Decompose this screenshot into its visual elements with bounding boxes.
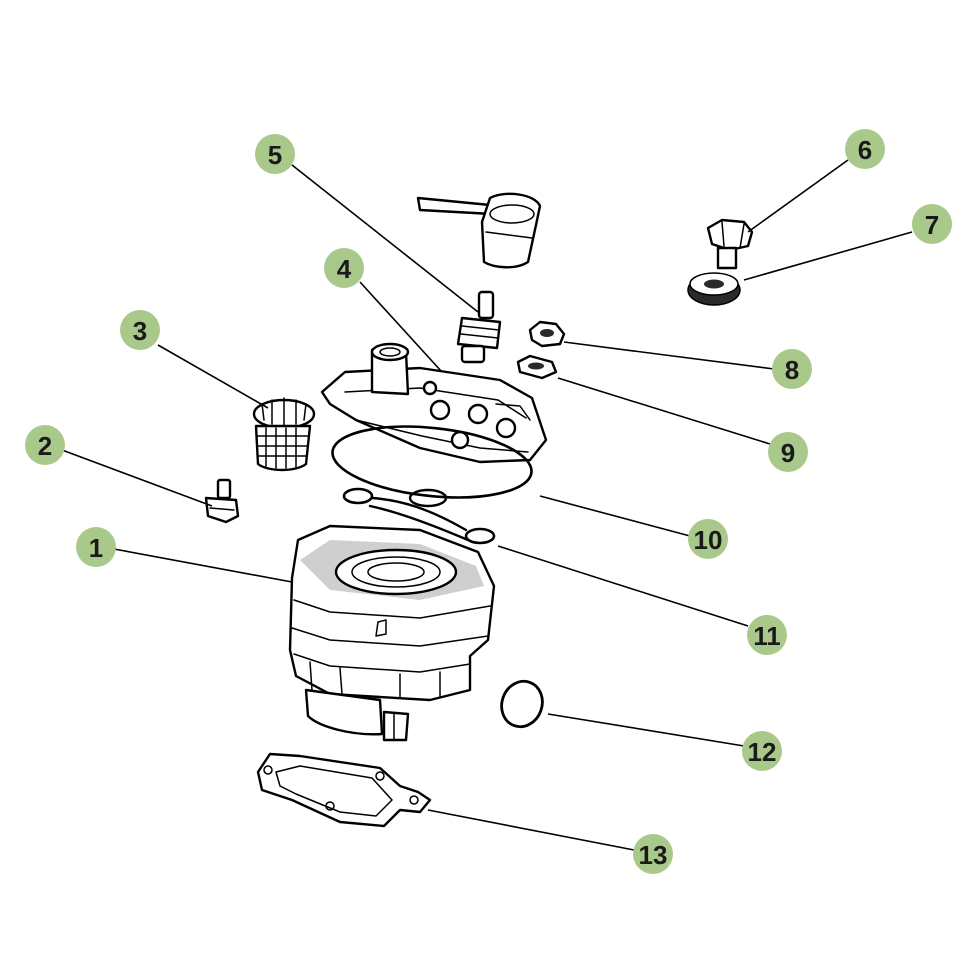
leader-9	[557, 377, 771, 445]
callout-9-circle	[768, 432, 808, 472]
leader-2	[61, 449, 213, 507]
spark-plug-cap	[416, 192, 542, 269]
callout-5-label: 5	[268, 140, 282, 170]
sealing-washer	[687, 272, 741, 306]
callout-4-label: 4	[337, 254, 352, 284]
leader-8	[563, 341, 775, 370]
callout-13-label: 13	[639, 840, 668, 870]
callout-9-label: 9	[781, 438, 795, 468]
callout-7: 7	[912, 204, 952, 244]
leader-3	[157, 344, 269, 409]
callout-3-label: 3	[133, 316, 147, 346]
callout-6-circle	[845, 129, 885, 169]
callout-4-circle	[324, 248, 364, 288]
cylinder	[288, 524, 496, 742]
o-ring	[500, 679, 544, 729]
callout-5: 5	[255, 134, 295, 174]
leader-10	[539, 495, 691, 537]
callout-13-circle	[633, 834, 673, 874]
leader-5	[291, 164, 479, 313]
callout-11: 11	[747, 615, 787, 655]
leader-6	[747, 159, 849, 233]
callout-1: 1	[76, 527, 116, 567]
callout-1-circle	[76, 527, 116, 567]
nut	[528, 320, 566, 348]
washer	[516, 354, 558, 380]
leader-11	[497, 545, 749, 627]
callout-12-circle	[742, 731, 782, 771]
callout-2: 2	[25, 425, 65, 465]
leader-4	[359, 281, 443, 373]
callout-10: 10	[688, 519, 728, 559]
bolt	[706, 218, 754, 270]
callout-3: 3	[120, 310, 160, 350]
spark-plug	[456, 290, 502, 364]
callout-3-circle	[120, 310, 160, 350]
callout-5-circle	[255, 134, 295, 174]
callout-11-label: 11	[753, 621, 781, 651]
thermostat	[252, 397, 316, 472]
leader-1	[113, 548, 293, 583]
callout-1-label: 1	[89, 533, 103, 563]
callout-12-label: 12	[748, 737, 777, 767]
head-o-ring	[331, 425, 533, 499]
small-o-rings	[342, 487, 496, 545]
leader-7	[743, 231, 913, 281]
base-gasket	[256, 752, 432, 828]
callout-12: 12	[742, 731, 782, 771]
callout-6: 6	[845, 129, 885, 169]
callout-10-label: 10	[694, 525, 723, 555]
small-fitting	[204, 478, 240, 524]
callout-9: 9	[768, 432, 808, 472]
callout-8-label: 8	[785, 355, 799, 385]
leader-12	[547, 713, 745, 747]
leader-13	[427, 809, 635, 851]
callout-8-circle	[772, 349, 812, 389]
callout-7-circle	[912, 204, 952, 244]
callout-7-label: 7	[925, 210, 939, 240]
cylinder-head	[320, 342, 548, 464]
callout-8: 8	[772, 349, 812, 389]
callout-10-circle	[688, 519, 728, 559]
callout-2-circle	[25, 425, 65, 465]
callout-11-circle	[747, 615, 787, 655]
callout-4: 4	[324, 248, 364, 288]
leader-lines	[61, 159, 913, 851]
callout-13: 13	[633, 834, 673, 874]
callout-2-label: 2	[38, 431, 52, 461]
callout-6-label: 6	[858, 135, 872, 165]
